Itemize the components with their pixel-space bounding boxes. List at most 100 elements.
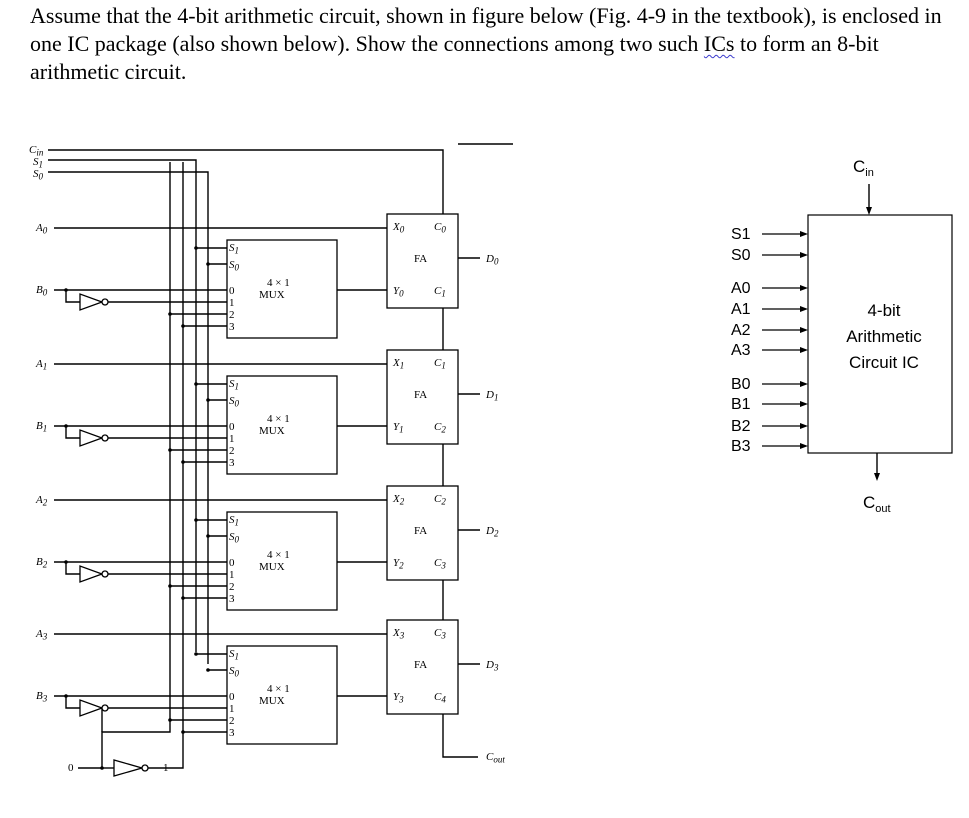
ic-title-line: Arithmetic [846, 327, 922, 346]
b3-inverter [79, 699, 109, 717]
fa-0 [386, 213, 459, 309]
ic-arrow-head [800, 443, 808, 449]
question-part1: Assume that the 4-bit arithmetic circuit… [30, 3, 942, 56]
circuit-parts [79, 213, 459, 777]
a2-label: A2 [35, 494, 48, 508]
ic-arrow-head [800, 347, 808, 353]
b1-label: B1 [36, 420, 47, 434]
mux-pin-0: 0 [229, 421, 235, 433]
ic-pin-b3: B3 [731, 438, 751, 455]
ic-box [807, 214, 953, 454]
ic-arrow-head [800, 285, 808, 291]
d1-label: D1 [485, 389, 498, 403]
ic-arrow-head [800, 252, 808, 258]
ic-arrow-head [800, 381, 808, 387]
mux-s1-pin: S1 [229, 378, 239, 392]
fa-3 [386, 619, 459, 715]
ic-arrow-head [800, 401, 808, 407]
ic-arrow-head [800, 231, 808, 237]
s0-label: S0 [33, 168, 44, 182]
fa3-cout-pin: C4 [434, 691, 446, 705]
mux-title-1: 4 × 1 [267, 277, 290, 289]
mux-s1-pin: S1 [229, 648, 239, 662]
mux-1 [226, 375, 338, 475]
ic-arrow-head [800, 306, 808, 312]
ic-cin-label: Cin [853, 157, 874, 179]
junction-dot [194, 382, 198, 386]
s0-bus [48, 171, 209, 664]
const-zero-bus [78, 162, 171, 769]
junction-dot [194, 246, 198, 250]
b2-inverter [79, 565, 109, 583]
mux-pin-0: 0 [229, 285, 235, 297]
question-ics-word: ICs [703, 31, 735, 56]
fa3-y-pin: Y3 [393, 691, 404, 705]
cout-label: Cout [486, 751, 505, 765]
ic-arrow-head [866, 207, 872, 215]
fa0-y-pin: Y0 [393, 285, 404, 299]
ic-pin-s1: S1 [731, 226, 751, 243]
question-part2: to form an 8-bit arithmetic circuit. [30, 31, 879, 84]
ic-pin-a2: A2 [731, 322, 751, 339]
mux-0 [226, 239, 338, 339]
b1-inv-wire [65, 426, 80, 439]
circuit-wires [48, 143, 513, 770]
mux-s1-pin: S1 [229, 242, 239, 256]
fa1-cout-pin: C2 [434, 421, 446, 435]
fa2-cin-pin: C2 [434, 493, 446, 507]
fa-1 [386, 349, 459, 445]
const-inverter [113, 759, 149, 777]
mux-pin-0: 0 [229, 691, 235, 703]
b2-inv-wire [65, 562, 80, 575]
cout-wire [442, 714, 478, 758]
s1-label: S1 [33, 156, 43, 170]
ic-arrow-head [800, 423, 808, 429]
fa1-y-pin: Y1 [393, 421, 404, 435]
const-one-bus [148, 162, 184, 769]
ic-title-line: 4-bit [867, 301, 900, 320]
mux-title-1: 4 × 1 [267, 683, 290, 695]
fa-2 [386, 485, 459, 581]
mux-pin-1: 1 [229, 703, 235, 715]
fa0-cout-pin: C1 [434, 285, 446, 299]
mux-pin-1: 1 [229, 569, 235, 581]
ic-pin-a3: A3 [731, 342, 751, 359]
ic-pin-a1: A1 [731, 301, 751, 318]
mux-pin-2: 2 [229, 715, 235, 727]
ic-title-line: Circuit IC [849, 353, 919, 372]
mux-3 [226, 645, 338, 745]
mux-s1-pin: S1 [229, 514, 239, 528]
mux-s0-pin: S0 [229, 259, 240, 273]
b2-label: B2 [36, 556, 48, 570]
fa2-cout-pin: C3 [434, 557, 446, 571]
mux-pin-2: 2 [229, 309, 235, 321]
ic-pin-b2: B2 [731, 418, 751, 435]
cin-label: Cin [29, 144, 44, 158]
a1-label: A1 [35, 358, 47, 372]
ic-arrow-head [800, 327, 808, 333]
b0-inverter [79, 293, 109, 311]
d0-label: D0 [485, 253, 499, 267]
ic-pin-s0: S0 [731, 247, 751, 264]
fa-label: FA [414, 389, 427, 401]
ic-pin-b1: B1 [731, 396, 751, 413]
mux-2 [226, 511, 338, 611]
mux-title-1: 4 × 1 [267, 413, 290, 425]
mux-s0-pin: S0 [229, 531, 240, 545]
junction-dot [206, 262, 210, 266]
question-text: Assume that the 4-bit arithmetic circuit… [30, 2, 950, 86]
mux-title-2: MUX [259, 695, 285, 707]
b1-inverter [79, 429, 109, 447]
fa0-cin-pin: C0 [434, 221, 446, 235]
fa0-x-pin: X0 [392, 221, 405, 235]
ic-pin-b0: B0 [731, 376, 751, 393]
cin-wire [48, 149, 444, 220]
ic-cout-label: Cout [863, 493, 891, 515]
d2-label: D2 [485, 525, 499, 539]
s1-bus [48, 159, 197, 652]
ic-arrow-head [874, 473, 880, 481]
fa1-cin-pin: C1 [434, 357, 446, 371]
